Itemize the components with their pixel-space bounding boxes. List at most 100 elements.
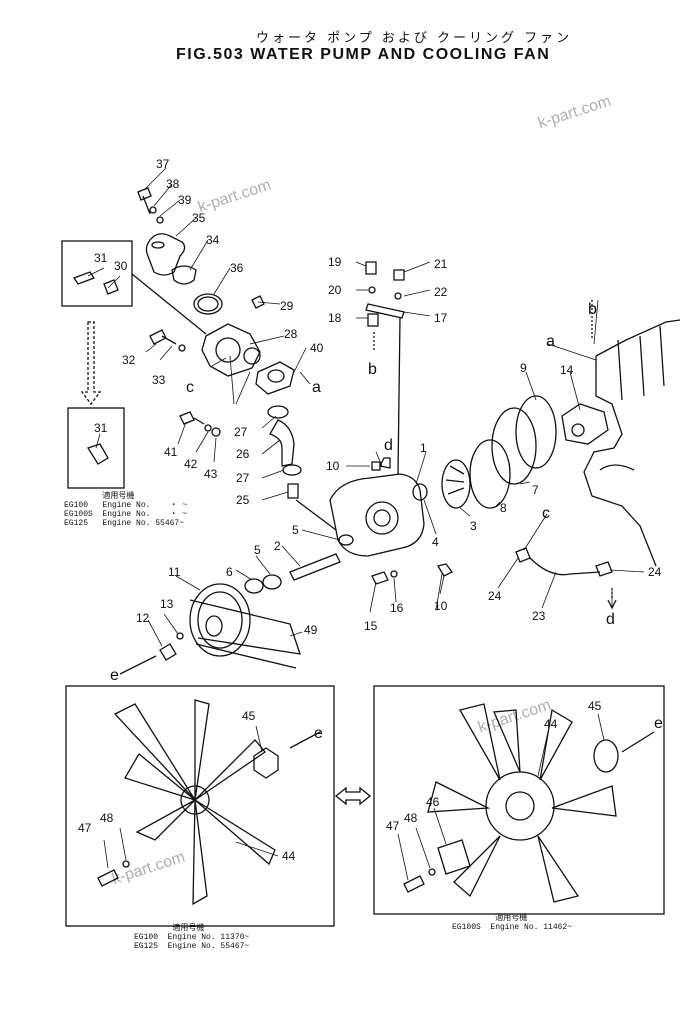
part-37-shank <box>142 195 151 215</box>
part-45-spacer-right <box>593 739 619 773</box>
callout-23: 23 <box>532 609 546 623</box>
callout-24-right: 24 <box>648 565 662 579</box>
callout-29: 29 <box>280 299 294 313</box>
pump-boss <box>379 457 391 469</box>
callout-19: 19 <box>328 255 342 269</box>
callout-24: 24 <box>488 589 502 603</box>
part-28-housing <box>201 323 261 377</box>
part-48-washer-left <box>122 860 130 868</box>
part-11-pulley-inner <box>197 591 243 649</box>
callout-38: 38 <box>166 177 180 191</box>
fan-box-right <box>373 685 665 915</box>
part-5-bearing-lower <box>262 574 282 590</box>
letter-references: b a b a c d c d e e e <box>110 301 663 742</box>
callout-22: 22 <box>434 285 448 299</box>
title-english: FIG.503 WATER PUMP AND COOLING FAN <box>176 46 551 63</box>
right-fan-blade-6 <box>427 781 491 813</box>
interchange-arrow <box>334 786 372 806</box>
callout-6: 6 <box>226 565 233 579</box>
part-10-drain <box>436 563 453 577</box>
part-38-washer <box>149 206 157 214</box>
letter-e-right-box: e <box>654 715 663 732</box>
part-11-pulley <box>189 583 251 657</box>
right-fan-frame <box>373 685 665 915</box>
letter-b-middle: b <box>368 361 377 378</box>
callout-12: 12 <box>136 611 150 625</box>
part-24-fitting <box>515 547 531 563</box>
part-49-belt-lower <box>195 643 297 669</box>
right-fan-blade-4 <box>537 835 580 903</box>
part-22-washer <box>394 292 402 300</box>
right-fan-blade-2 <box>539 708 573 781</box>
callout-48-left: 48 <box>100 811 114 825</box>
part-35-cover <box>145 233 186 276</box>
callout-18: 18 <box>328 311 342 325</box>
callout-32: 32 <box>122 353 136 367</box>
callout-36: 36 <box>230 261 244 275</box>
part-32-shank <box>161 335 177 345</box>
part-36-gasket-inner <box>197 296 219 312</box>
callout-27-lower: 27 <box>236 471 250 485</box>
part-3-vanes <box>445 465 465 495</box>
callout-43: 43 <box>204 467 218 481</box>
part-33-washer <box>178 344 186 352</box>
callout-4: 4 <box>432 535 439 549</box>
part-25-union <box>287 483 299 499</box>
part-18-pin <box>367 313 379 327</box>
left-fan-blade-2 <box>124 753 196 801</box>
callout-45-left: 45 <box>242 709 256 723</box>
part-21-bolt <box>393 269 405 281</box>
letter-c-left: c <box>186 379 194 396</box>
callout-26: 26 <box>236 447 250 461</box>
engine-top-edge <box>595 319 680 357</box>
engine-ribs <box>617 325 665 401</box>
part-42-washer <box>204 424 212 432</box>
water-pump-body <box>244 457 453 594</box>
callout-47-right: 47 <box>386 819 400 833</box>
hose-group <box>179 405 302 499</box>
callout-35: 35 <box>192 211 206 225</box>
callout-25: 25 <box>236 493 250 507</box>
callout-41: 41 <box>164 445 178 459</box>
part-35-outlet <box>151 241 165 249</box>
sensor-inset <box>61 240 207 489</box>
tube-group <box>515 547 613 577</box>
part-8-o-ring <box>469 439 511 509</box>
callout-30: 30 <box>114 259 128 273</box>
title-japanese: ウォータ ポンプ および クーリング ファン <box>256 31 573 46</box>
callout-49: 49 <box>304 623 318 637</box>
callout-5-lower: 5 <box>254 543 261 557</box>
callout-9: 9 <box>520 361 527 375</box>
thermostat-group <box>137 187 295 395</box>
left-fan-blade-1 <box>113 703 196 801</box>
part-14-bracket <box>561 403 609 445</box>
part-11-hub <box>205 615 223 637</box>
callout-17: 17 <box>434 311 448 325</box>
part-1-pump-bore <box>365 501 399 535</box>
callout-46: 46 <box>426 795 440 809</box>
part-29-plug <box>251 295 265 309</box>
letter-a-right: a <box>546 333 555 350</box>
callout-11: 11 <box>168 565 181 579</box>
left-fan-hub <box>180 785 210 815</box>
pump-leader <box>295 499 337 531</box>
part-17-plate <box>365 303 405 319</box>
callout-44-right: 44 <box>544 717 558 731</box>
inset-leader <box>131 273 207 335</box>
callout-45-right: 45 <box>588 699 602 713</box>
part-1-pump-bore-inner <box>373 509 391 527</box>
part-47-bolt-left <box>97 869 119 887</box>
part-41-shank <box>193 417 205 425</box>
part-15-bolt <box>371 571 389 585</box>
applicability-note-left: 適用号機 EG100 Engine No. 11370~ EG125 Engin… <box>134 924 250 951</box>
part-9-snap-ring <box>515 395 557 469</box>
right-fan-shroud <box>485 771 555 841</box>
applicability-note-main: 適用号機 EG100 Engine No. ・ ~ EG100S Engine … <box>64 492 188 528</box>
arrow-d-lower <box>607 599 617 610</box>
engine-detail <box>599 464 635 471</box>
callout-47-left: 47 <box>78 821 92 835</box>
part-23-tube <box>529 557 601 576</box>
callout-42: 42 <box>184 457 198 471</box>
left-fan-blade-6 <box>194 739 266 801</box>
part-26-hose <box>269 419 295 467</box>
